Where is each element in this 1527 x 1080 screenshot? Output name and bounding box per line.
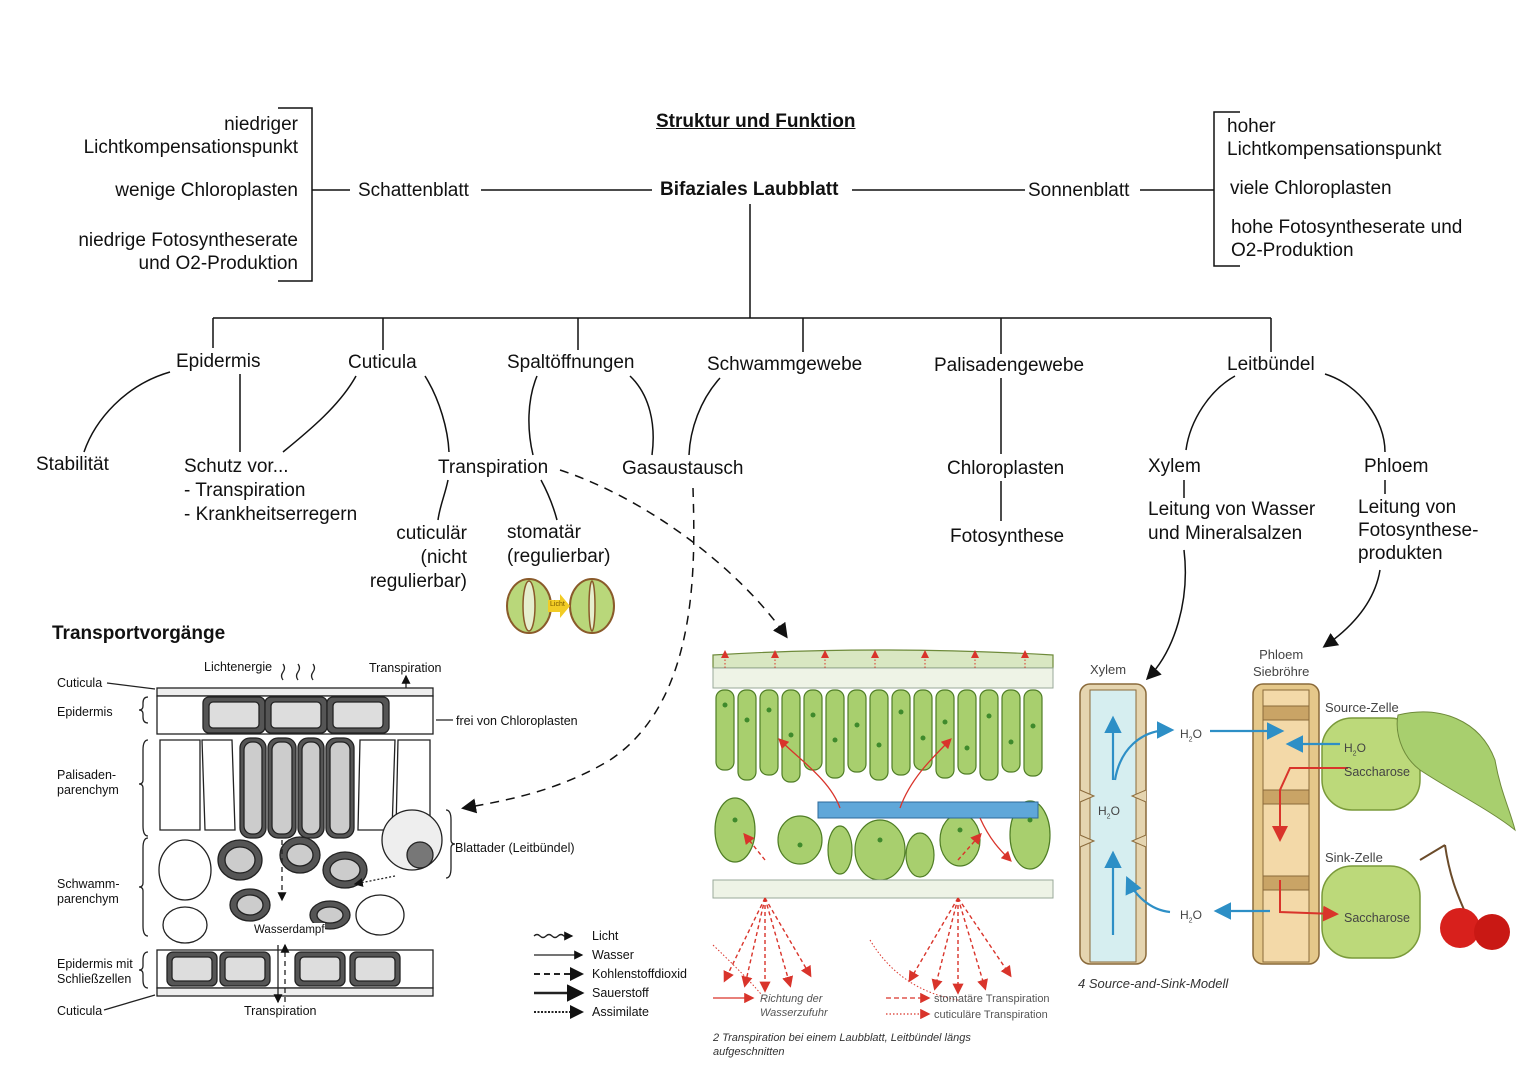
label-transpiration-top: Transpiration [369,661,442,675]
stomata-icon [506,578,615,634]
label-epidermis-mit: Epidermis mit Schließzellen [57,957,133,986]
sonnen-prop-3: hohe Fotosyntheserate und O2-Produktion [1231,217,1463,261]
node-chloroplasten: Chloroplasten [947,458,1065,479]
node-cuticulaer: cuticulär (nicht regulierbar) [369,523,467,592]
schattenblatt-node: Schattenblatt [358,180,469,201]
node-xylem: Xylem [1148,456,1201,477]
node-palisadengewebe: Palisadengewebe [934,355,1085,376]
fig4-xylem-label: Xylem [1090,662,1127,677]
fig4-h2o-2: H2O [1344,741,1366,758]
node-epidermis: Epidermis [176,351,261,372]
fig2-legend-wasserzufuhr: Richtung der Wasserzufuhr [760,993,828,1019]
fig4-source-label: Source-Zelle [1325,700,1399,715]
label-lichtenergie: Lichtenergie [204,660,273,674]
node-spaltoeffnungen: Spaltöffnungen [507,352,635,373]
fig4-h2o-1: H2O [1180,727,1202,744]
label-epidermis: Epidermis [57,705,113,719]
sonnen-prop-2: viele Chloroplasten [1230,178,1392,199]
sonnenblatt-node: Sonnenblatt [1028,180,1130,201]
transport-heading: Transportvorgänge [52,623,226,644]
schatten-prop-1: niedriger Lichtkompensationspunkt [83,114,298,158]
page-title: Struktur und Funktion [656,111,856,132]
node-fotosynthese: Fotosynthese [950,526,1065,547]
center-node: Bifaziales Laubblatt [660,179,839,200]
sonnen-prop-1: hoher Lichtkompensationspunkt [1227,116,1442,160]
fig4-phloem-label: Phloem Siebröhre [1253,647,1310,679]
node-phloem: Phloem [1364,456,1429,477]
node-leitbuendel: Leitbündel [1227,354,1315,375]
label-cuticula-bottom: Cuticula [57,1004,103,1018]
label-wasserdampf: Wasserdampf [254,923,325,937]
phloem-description: Leitung von Fotosynthese- produkten [1358,497,1479,564]
source-sink-figure [1079,683,1516,965]
legend-sauerstoff: Sauerstoff [592,986,649,1000]
fig2-caption: 2 Transpiration bei einem Laubblatt, Lei… [713,1032,971,1058]
fig4-sink-label: Sink-Zelle [1325,850,1383,865]
label-blattader: Blattader (Leitbündel) [455,841,575,855]
schatten-prop-3: niedrige Fotosyntheserate und O2-Produkt… [78,230,298,274]
node-stabilitaet: Stabilität [36,454,109,475]
legend-licht: Licht [592,929,619,943]
node-cuticula: Cuticula [348,352,417,373]
fig2-legend-cuticulaer: cuticuläre Transpiration [934,1009,1048,1021]
label-transpiration-bottom: Transpiration [244,1004,317,1018]
leaf-cross-section [103,663,585,1019]
label-frei: frei von Chloroplasten [456,714,578,728]
fig4-caption: 4 Source-and-Sink-Modell [1078,976,1229,991]
label-schwamm: Schwamm- parenchym [57,877,120,906]
node-transpiration: Transpiration [438,457,549,478]
schatten-prop-2: wenige Chloroplasten [115,180,298,201]
fig4-h2o-4: H2O [1180,908,1202,925]
transpiration-leaf-figure [712,649,1054,1020]
legend-co2: Kohlenstoffdioxid [592,967,687,981]
node-gasaustausch: Gasaustausch [622,458,744,479]
legend-wasser: Wasser [592,948,634,962]
legend-assimilate: Assimilate [592,1005,649,1019]
node-schwammgewebe: Schwammgewebe [707,354,863,375]
stomata-light-tag: Licht [550,601,565,608]
label-palisaden: Palisaden- parenchym [57,768,119,797]
label-cuticula-top: Cuticula [57,676,103,690]
node-schutz: Schutz vor... - Transpiration - Krankhei… [184,456,358,525]
fig2-legend-stomataer: stomatäre Transpiration [934,993,1050,1005]
fig4-h2o-3: H2O [1098,804,1120,821]
xylem-description: Leitung von Wasser und Mineralsalzen [1148,499,1316,544]
node-stomataer: stomatär (regulierbar) [507,522,611,567]
fig4-saccharose-source: Saccharose [1344,765,1411,779]
fig4-saccharose-sink: Saccharose [1344,911,1411,925]
